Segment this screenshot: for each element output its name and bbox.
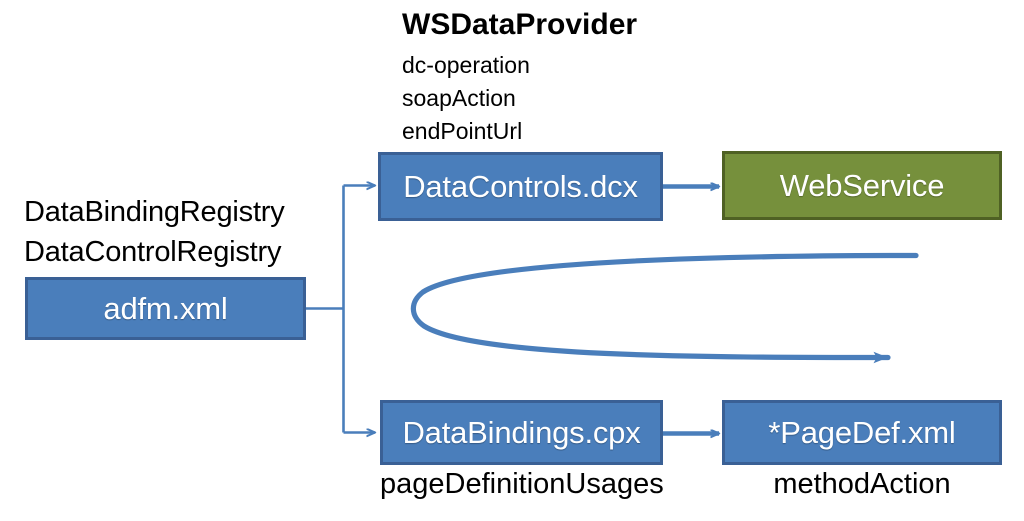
node-webservice[interactable]: WebService [722,151,1002,220]
wsdataprovider-attr-dc-operation: dc-operation [402,52,530,78]
wsdataprovider-attr-endpointurl: endPointUrl [402,118,523,144]
datacontrolregistry-label: DataControlRegistry [24,236,282,268]
databindingregistry-label: DataBindingRegistry [24,196,285,228]
node-datacontrols-dcx[interactable]: DataControls.dcx [378,152,663,221]
pagedef-to-datacontrols-curve-arrow [410,252,919,364]
node-databindings-cpx[interactable]: DataBindings.cpx [380,400,663,465]
node-adfm-xml[interactable]: adfm.xml [25,277,306,340]
caption-pagedefinitionusages: pageDefinitionUsages [380,468,664,500]
wsdataprovider-heading: WSDataProvider [402,8,638,41]
wsdataprovider-attr-soapaction: soapAction [402,85,516,111]
adfm-branch-connector [306,186,375,433]
node-pagedef-xml[interactable]: *PageDef.xml [722,400,1002,465]
caption-methodaction: methodAction [773,468,951,500]
